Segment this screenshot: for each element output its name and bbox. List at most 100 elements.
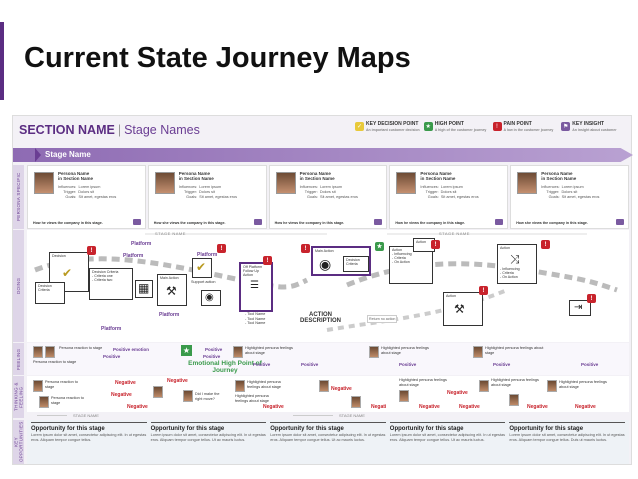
feeling-row: Persona reaction to stage Persona reacti… — [27, 343, 629, 375]
stage-names: Stage Names — [124, 123, 200, 137]
eye-box: ◉ — [201, 290, 221, 306]
eye-icon: ◉ — [319, 256, 332, 272]
legend-sub: An insight about customer — [572, 128, 617, 132]
main-action-label: Main Action — [160, 276, 179, 280]
platform-label: Platform — [123, 253, 144, 259]
persona-row: Persona Name in Section Name Influences: … — [27, 165, 629, 229]
persona-section: in Section Name — [178, 176, 214, 181]
opportunity-title: Opportunity for this stage — [389, 426, 464, 432]
negative-label: Negative — [575, 404, 596, 410]
flag-icon — [615, 219, 624, 225]
action-label: Action — [446, 294, 456, 298]
flag-icon — [132, 219, 141, 225]
negative-label: Negative — [447, 390, 468, 396]
avatar — [45, 346, 55, 358]
row-label-thinking: THINKING & FEELING — [13, 376, 24, 418]
action-list: - Influencing - Criteria - On Action — [500, 267, 520, 279]
title-accent-bar — [0, 22, 4, 100]
gavel-icon: ⚒ — [166, 284, 177, 298]
row-label-doing: DOING — [13, 230, 24, 342]
main-action-box: Main Action ⚒ — [157, 274, 187, 306]
action-box: Action ⤨ - Influencing - Criteria - On A… — [497, 244, 537, 284]
avatar — [233, 346, 243, 358]
opportunity-title: Opportunity for this stage — [509, 426, 584, 432]
highlighted-feelings: Highlighted persona feelings about stage — [245, 346, 293, 355]
slide-title: Current State Journey Maps — [24, 42, 411, 74]
return-note: Return no action — [367, 315, 398, 323]
highlighted-feelings: Highlighted persona feelings about stage — [399, 378, 447, 387]
legend-sub: A low in the customer journey — [503, 128, 554, 132]
decision-criteria-list: Decision Criteria - Criteria one - Crite… — [89, 268, 133, 300]
support-action-box: ✔ — [192, 258, 212, 278]
section-name: SECTION NAME — [19, 123, 115, 137]
stage-tag: STAGE NAME — [73, 413, 99, 418]
persona-view: How he views the company in this stage. — [395, 221, 466, 225]
off-platform-box: Off Platform Follow Up Action ☰ — [239, 262, 273, 312]
database-icon: ☰ — [250, 280, 259, 291]
opportunity-body: Lorem ipsum dolor sit amet, consectetur … — [509, 433, 625, 442]
doing-row: STAGE NAME STAGE NAME Platform Platform … — [27, 230, 629, 342]
pain-point-marker: ! — [87, 246, 96, 255]
stage-tag: STAGE NAME — [339, 413, 365, 418]
avatar — [396, 172, 417, 194]
journey-map: SECTION NAME|Stage Names ✓ KEY DECISION … — [12, 115, 633, 465]
timeline — [293, 415, 333, 416]
persona-info: Influences: Lorem ipsum Trigger: Dolors … — [58, 185, 117, 199]
pain-point-marker: ! — [217, 244, 226, 253]
persona-view: How he views the company in this stage. — [33, 221, 103, 225]
positive-label: Positive — [493, 362, 511, 367]
row-label-persona: PERSONA SPECIFIC — [13, 165, 24, 229]
shuffle-icon: ⤨ — [510, 252, 520, 266]
platform-label: Platform — [159, 312, 180, 318]
avatar — [319, 380, 329, 392]
persona-name: Persona Name — [299, 171, 331, 176]
avatar — [509, 394, 519, 406]
positive-label: Positive — [205, 347, 223, 352]
negative-label: Negative — [111, 392, 132, 398]
avatar — [275, 172, 296, 194]
persona-view: How she views the company in this stage. — [153, 221, 226, 225]
negative-label: Negative — [167, 378, 188, 384]
persona-name: Persona Name — [541, 171, 573, 176]
platform-label: Platform — [197, 252, 218, 258]
platform-label: Platform — [101, 326, 122, 332]
negative-label: Negative — [527, 404, 548, 410]
action-label: Action — [392, 248, 402, 252]
star-icon: ★ — [181, 345, 192, 356]
legend-sub: A high of the customer journey — [434, 128, 487, 132]
legend-title: PAIN POINT — [503, 121, 532, 127]
calculator-icon: ▦ — [138, 281, 150, 295]
exit-box: ⇥ — [569, 300, 591, 316]
off-platform-label: Off Platform Follow Up Action — [243, 265, 263, 277]
persona-info: Influences: Lorem ipsum Trigger: Dolors … — [420, 185, 479, 199]
timeline — [37, 415, 67, 416]
avatar — [154, 172, 175, 194]
negative-label: Negative — [263, 404, 284, 410]
persona-info: Influences: Lorem ipsum Trigger: Dolors … — [299, 185, 358, 199]
row-label-feeling: FEELING — [13, 343, 24, 375]
avatar — [33, 380, 43, 392]
avatar — [235, 380, 245, 392]
main-action-label: Main Action — [315, 249, 334, 253]
highlighted-feelings: Highlighted persona feelings about stage — [381, 346, 429, 355]
negative-label: Negative — [331, 386, 352, 392]
stage-label: Stage Name — [45, 150, 91, 159]
positive-label: Positive — [203, 354, 221, 359]
action-label: Action — [416, 240, 426, 244]
opportunity-body: Lorem ipsum dolor sit amet, consectetur … — [270, 433, 386, 442]
persona-reaction: Persona reaction to stage — [59, 346, 103, 350]
avatar — [399, 390, 409, 402]
decision-label: Decision — [52, 254, 66, 258]
opportunity-title: Opportunity for this stage — [150, 426, 225, 432]
flag-icon: ⚑ — [561, 122, 571, 131]
avatar — [351, 396, 361, 408]
highlighted-feelings: Highlighted persona feelings about stage — [247, 380, 281, 389]
